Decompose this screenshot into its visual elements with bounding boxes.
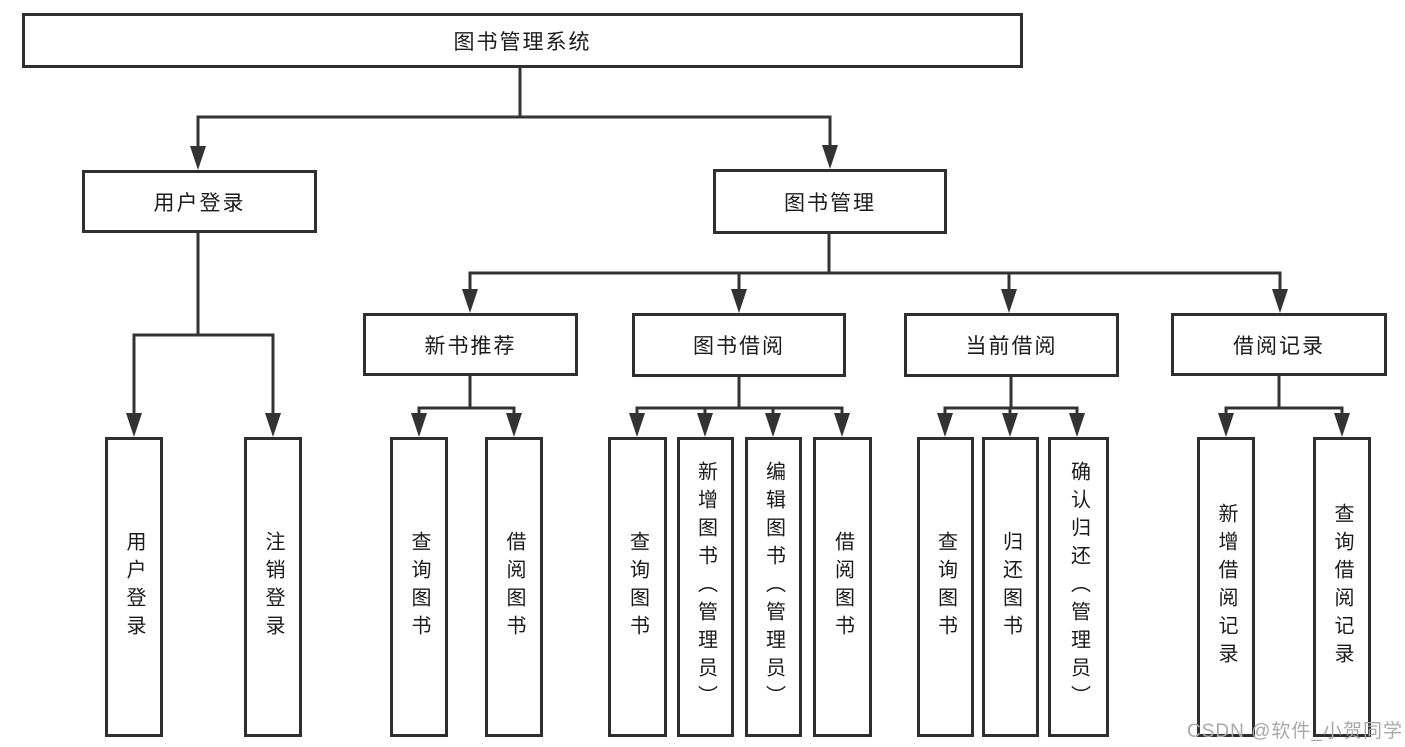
node-label: 注销登录: [262, 531, 284, 643]
leaf-borrow-books-2: 借阅图书: [813, 437, 872, 737]
leaf-edit-books-admin: 编辑图书（管理员）: [745, 437, 802, 737]
leaf-borrow-books-1: 借阅图书: [485, 437, 543, 737]
node-label: 用户登录: [123, 531, 145, 643]
node-label: 新增图书（管理员）: [694, 461, 717, 713]
node-label: 借阅图书: [831, 531, 854, 643]
node-label: 确认归还（管理员）: [1067, 461, 1090, 713]
node-label: 新书推荐: [424, 334, 517, 358]
leaf-add-books-admin: 新增图书（管理员）: [677, 437, 734, 737]
node-label: 编辑图书（管理员）: [762, 461, 785, 713]
node-current-borrowing: 当前借阅: [904, 313, 1119, 377]
leaf-user-login: 用户登录: [105, 437, 163, 737]
node-label: 用户登录: [153, 191, 246, 215]
leaf-return-books: 归还图书: [982, 437, 1039, 737]
node-book-management: 图书管理: [713, 169, 947, 234]
leaf-query-borrow-record: 查询借阅记录: [1313, 437, 1371, 737]
node-label: 查询图书: [934, 531, 957, 643]
node-label: 图书管理系统: [453, 30, 592, 54]
node-label: 归还图书: [999, 531, 1022, 643]
leaf-logout: 注销登录: [244, 437, 302, 737]
leaf-confirm-return-admin: 确认归还（管理员）: [1048, 437, 1109, 737]
node-library-system: 图书管理系统: [22, 13, 1023, 68]
node-label: 图书管理: [784, 191, 876, 215]
node-borrow-records: 借阅记录: [1171, 313, 1387, 376]
node-label: 查询借阅记录: [1331, 503, 1353, 671]
node-label: 借阅图书: [503, 531, 525, 643]
node-label: 查询图书: [626, 531, 649, 643]
csdn-watermark: CSDN @软件_小贺同学: [1187, 721, 1403, 742]
node-user-login: 用户登录: [82, 170, 317, 233]
node-label: 当前借阅: [965, 335, 1058, 358]
leaf-add-borrow-record: 新增借阅记录: [1197, 437, 1255, 737]
node-new-book-recommend: 新书推荐: [363, 313, 578, 376]
leaf-query-books-1: 查询图书: [390, 437, 448, 737]
node-label: 借阅记录: [1233, 334, 1325, 358]
leaf-query-books-2: 查询图书: [608, 437, 667, 737]
node-label: 查询图书: [408, 531, 430, 643]
leaf-query-books-3: 查询图书: [917, 437, 974, 737]
node-book-borrowing: 图书借阅: [632, 313, 846, 377]
node-label: 图书借阅: [693, 335, 785, 358]
node-label: 新增借阅记录: [1215, 503, 1237, 671]
